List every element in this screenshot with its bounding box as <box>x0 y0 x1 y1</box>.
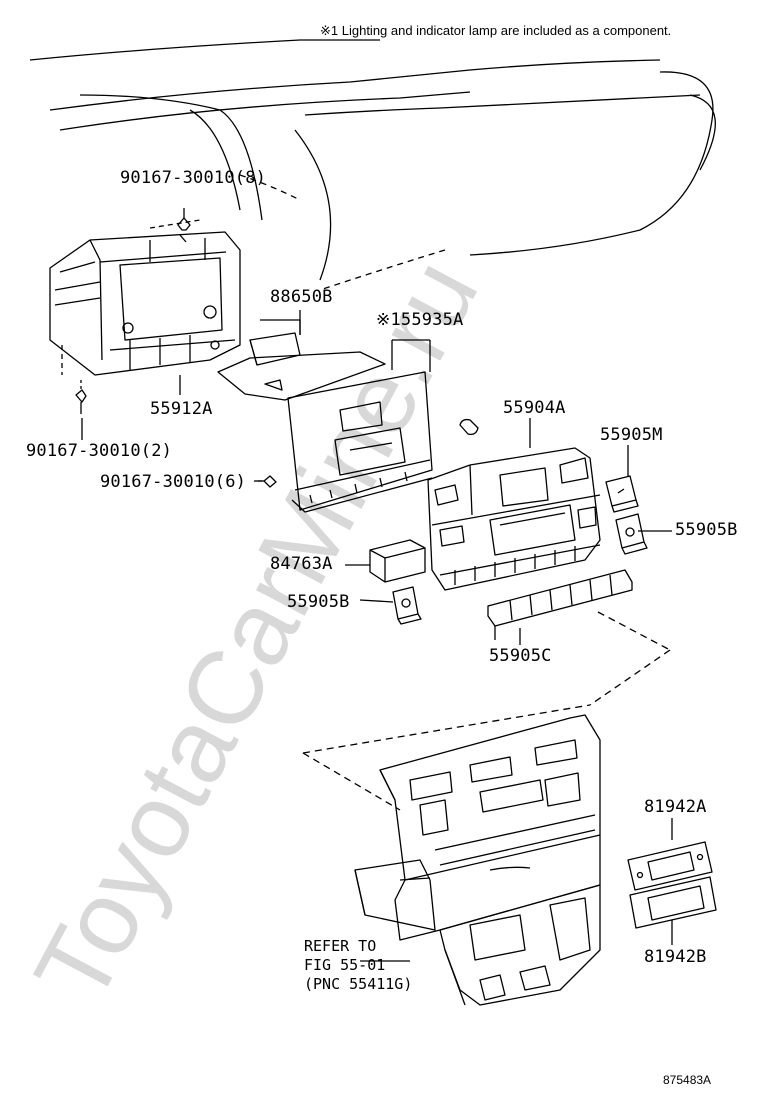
radio-bracket-55912A <box>49 219 241 376</box>
amplifier-88650B <box>217 310 386 401</box>
knob-55905B-right <box>615 513 648 555</box>
leader-lines <box>81 319 673 962</box>
control-unit-55904A <box>427 440 601 591</box>
dashed-guides <box>302 611 671 811</box>
refer-line-2: FIG 55-01 <box>304 956 386 974</box>
refer-to-note: REFER TO FIG 55-01 (PNC 55411G) <box>304 937 412 994</box>
component-note: ※1 Lighting and indicator lamp are inclu… <box>320 23 672 38</box>
label-81942B: 81942B <box>644 947 707 967</box>
label-55935A: ※155935A <box>376 310 464 330</box>
refer-line-3: (PNC 55411G) <box>304 975 413 993</box>
plate-81942B <box>629 876 717 929</box>
screw-top <box>177 208 191 243</box>
knob-55905B-left <box>392 586 422 625</box>
screw-left <box>75 380 87 414</box>
lamp-bulb <box>459 418 479 436</box>
label-88650B: 88650B <box>270 287 333 307</box>
label-55912A: 55912A <box>150 399 213 419</box>
knob-55905M <box>605 475 639 513</box>
switch-84763A <box>369 539 426 583</box>
label-55905C: 55905C <box>489 646 552 666</box>
label-90167-6: 90167-30010(6) <box>100 472 247 492</box>
label-90167-8: 90167-30010(8) <box>120 168 267 188</box>
label-84763A: 84763A <box>270 554 333 574</box>
center-cluster-panel <box>354 714 601 1006</box>
circuit-board-55935A <box>287 339 433 513</box>
label-55905B-left: 55905B <box>287 592 350 612</box>
label-55905B-right: 55905B <box>675 520 738 540</box>
label-55905M: 55905M <box>600 425 663 445</box>
refer-line-1: REFER TO <box>304 937 377 955</box>
dashboard-outline <box>29 39 716 291</box>
button-strip-55905C <box>487 569 633 640</box>
label-90167-2: 90167-30010(2) <box>26 441 173 461</box>
label-81942A: 81942A <box>644 797 707 817</box>
figure-code: 875483A <box>663 1073 712 1087</box>
plate-81942A <box>627 841 713 891</box>
label-55904A: 55904A <box>503 398 566 418</box>
